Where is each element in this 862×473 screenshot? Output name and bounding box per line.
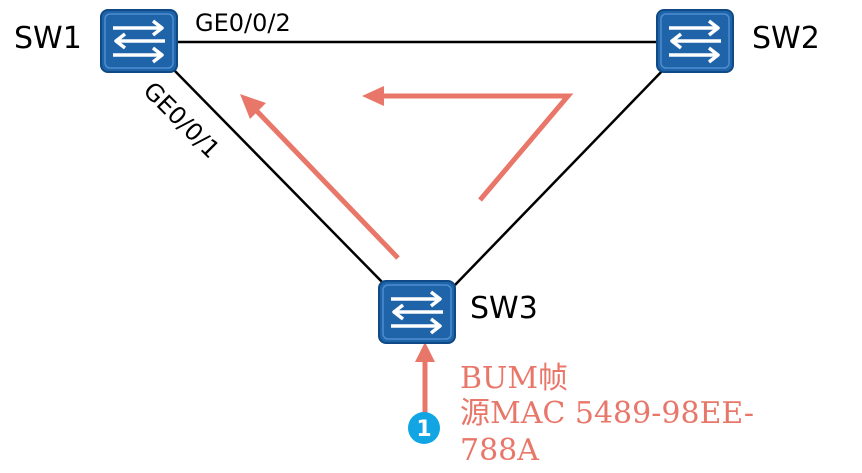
step-badge: 1 — [408, 412, 440, 444]
source-mac-label: 源MAC 5489-98EE- — [460, 396, 754, 431]
sw3-label: SW3 — [470, 291, 538, 326]
switch-sw2[interactable] — [655, 8, 735, 74]
port-label-ge0-0-1: GE0/0/1 — [138, 76, 226, 164]
switch-sw3[interactable] — [377, 279, 457, 345]
switch-icon — [99, 8, 179, 74]
link-sw1-sw3 — [171, 67, 386, 286]
switch-icon — [377, 279, 457, 345]
step-badge-number: 1 — [416, 417, 431, 442]
switch-icon — [655, 8, 735, 74]
switch-sw1[interactable] — [99, 8, 179, 74]
source-mac-continued: 788A — [460, 433, 539, 468]
flooding-arrow-to-sw1 — [240, 94, 400, 260]
port-label-ge0-0-2: GE0/0/2 — [195, 9, 291, 37]
sw2-label: SW2 — [752, 21, 820, 56]
frame-type-label: BUM帧 — [460, 361, 568, 396]
flooding-arrow-loop — [362, 86, 574, 202]
incoming-frame-arrow — [415, 342, 435, 415]
sw1-label: SW1 — [14, 21, 82, 56]
link-sw2-sw3 — [454, 67, 666, 286]
